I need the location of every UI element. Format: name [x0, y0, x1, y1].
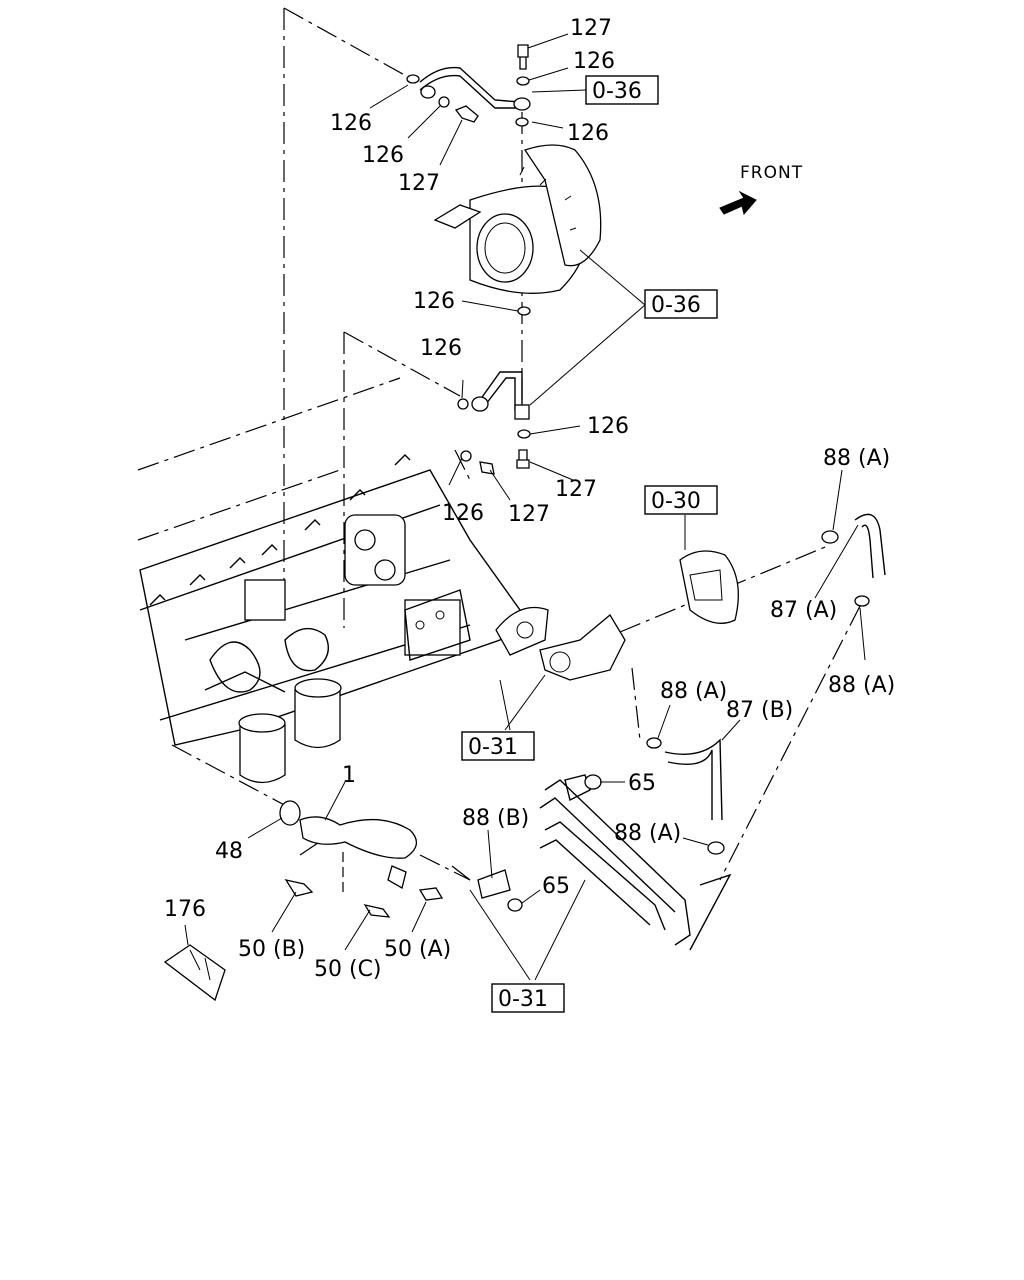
- callout-126-left-b: 126: [362, 143, 404, 168]
- front-label: FRONT: [740, 163, 803, 183]
- callout-65-lower: 65: [542, 874, 570, 899]
- callout-126-pipe-left: 126: [420, 336, 462, 361]
- callout-126-left-a: 126: [330, 111, 372, 136]
- svg-text:0-31: 0-31: [498, 987, 548, 1012]
- callout-127-left: 127: [398, 171, 440, 196]
- svg-text:0-31: 0-31: [468, 735, 518, 760]
- hoses: [646, 513, 886, 951]
- callout-87b: 87 (B): [726, 698, 793, 723]
- callout-50a: 50 (A): [384, 937, 451, 962]
- turbocharger: [433, 144, 602, 294]
- ref-box-0-36-mid: 0-36: [644, 289, 718, 319]
- water-outlet: [404, 550, 739, 681]
- callout-50b: 50 (B): [238, 937, 305, 962]
- svg-text:0-36: 0-36: [592, 79, 642, 104]
- callout-176: 176: [164, 897, 206, 922]
- oil-pipes: [419, 66, 531, 420]
- water-pipe: [279, 800, 523, 918]
- callout-127-top: 127: [570, 16, 612, 41]
- callout-126-under-fitting: 126: [567, 121, 609, 146]
- washers-and-bolts: [406, 44, 531, 475]
- ref-box-0-31-bottom: 0-31: [491, 983, 565, 1013]
- callout-88a-lower: 88 (A): [614, 821, 681, 846]
- callout-50c: 50 (C): [314, 957, 382, 982]
- callout-126-mid: 126: [413, 289, 455, 314]
- callout-126-top: 126: [573, 49, 615, 74]
- callout-1: 1: [342, 763, 356, 788]
- callout-126-lower-right: 126: [587, 414, 629, 439]
- reference-boxes: 0-36 0-36 0-30 0-31 0-31: [461, 75, 718, 1013]
- callout-leaders: [184, 33, 866, 981]
- oil-cooler-pipes: [539, 774, 691, 946]
- ref-box-0-30: 0-30: [644, 485, 718, 515]
- ref-box-0-36-top: 0-36: [585, 75, 659, 105]
- front-indicator: FRONT: [719, 163, 803, 216]
- callout-65-top: 65: [628, 771, 656, 796]
- svg-text:0-30: 0-30: [651, 489, 701, 514]
- callout-48: 48: [215, 839, 243, 864]
- callout-88b: 88 (B): [462, 806, 529, 831]
- callout-127-lower-left: 127: [508, 502, 550, 527]
- engine-block: [139, 454, 521, 784]
- callout-126-lower-left: 126: [442, 501, 484, 526]
- callout-labels: 127 126 126 126 126 127 126 126 126 127 …: [164, 16, 895, 982]
- callout-88a-mid: 88 (A): [660, 679, 727, 704]
- heat-shield: [163, 944, 226, 1002]
- ref-box-0-31-mid: 0-31: [461, 731, 535, 761]
- svg-text:0-36: 0-36: [651, 293, 701, 318]
- front-arrow-icon: [719, 190, 757, 216]
- callout-88a-top: 88 (A): [823, 446, 890, 471]
- callout-88a-right: 88 (A): [828, 673, 895, 698]
- callout-127-lower-right: 127: [555, 477, 597, 502]
- callout-87a: 87 (A): [770, 598, 837, 623]
- leader-lines: [137, 7, 861, 892]
